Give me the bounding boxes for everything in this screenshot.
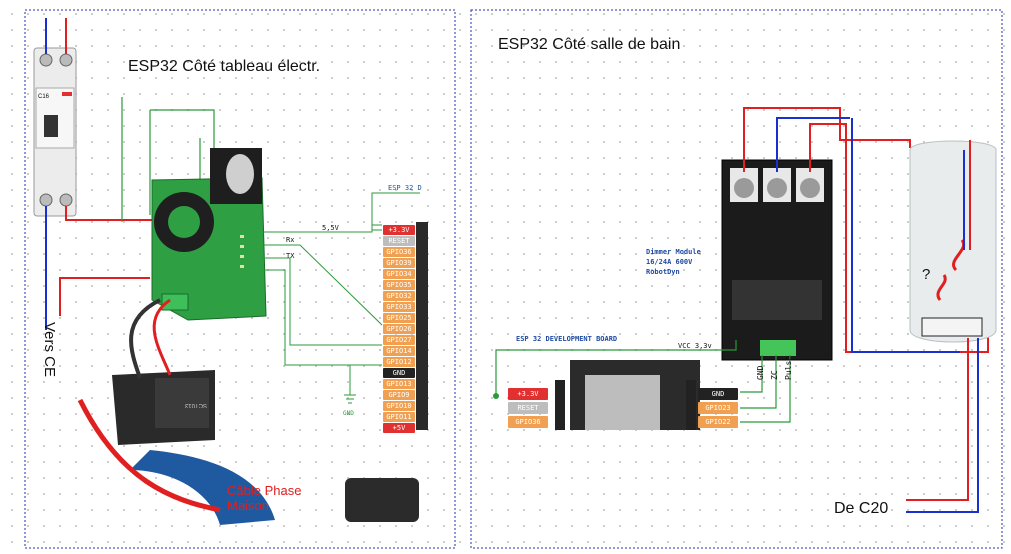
sensor-text: SCT013 (185, 402, 208, 408)
power-meter-module (151, 148, 267, 321)
cable-label-1: Câble Phase (227, 483, 302, 498)
dimmer-label-3: RobotDyn (646, 268, 680, 276)
vcc-label: VCC 3,3v (678, 342, 712, 350)
circuit-breaker (33, 47, 77, 217)
esp-pin-label: GPIO12 (383, 357, 415, 367)
de-c20-label: De C20 (834, 500, 889, 517)
cable-label-2: Maison (227, 498, 269, 513)
breaker-label: C16 (38, 94, 50, 100)
esp-pin-label: +3.3V (508, 388, 548, 400)
esp-pin-label: GPIO11 (383, 412, 415, 422)
left-panel-title: ESP32 Côté tableau électr. (128, 58, 321, 75)
esp-pin-label: GPIO9 (383, 390, 415, 400)
esp-pin-label: RESET (383, 236, 415, 246)
vers-ce-label: Vers CE (41, 322, 58, 378)
esp-pin-label: RESET (508, 402, 548, 414)
esp-pin-label: +5V (383, 423, 415, 433)
esp-pin-label: GND (383, 368, 415, 378)
gnd-symbol-label: GND (343, 410, 354, 417)
esp-pin-label: +3.3V (383, 225, 415, 235)
dimmer-pin-label: ZC (770, 370, 779, 380)
esp-pin-label: GPIO22 (698, 416, 738, 428)
esp-pin-label: GPIO35 (383, 280, 415, 290)
esp-pin-label: GPIO25 (383, 313, 415, 323)
phase-cable (77, 398, 221, 513)
small-module (345, 478, 419, 522)
esp-pin-label: GND (698, 388, 738, 400)
question-mark: ? (922, 266, 931, 283)
esp-header-label: ESP 32 D (388, 184, 422, 192)
esp-pin-label: GPIO27 (383, 335, 415, 345)
dimmer-module (721, 159, 833, 361)
wire-rx-label: Rx (286, 236, 295, 244)
dimmer-pin-label: GND (756, 365, 765, 380)
right-panel-border (470, 9, 1003, 549)
wire-tx-label: TX (286, 252, 295, 260)
esp-pin-label: GPIO13 (383, 379, 415, 389)
esp-pin-label: GPIO34 (383, 269, 415, 279)
esp-pin-label: GPIO36 (383, 247, 415, 257)
esp32-board (555, 360, 700, 430)
esp-pin-label: GPIO23 (698, 402, 738, 414)
dimmer-pin-label: Pulse (784, 355, 793, 380)
wire-5v-label: 5,5V (322, 224, 339, 232)
dimmer-label-2: 16/24A 600V (646, 258, 693, 266)
esp-pin-label: GPIO32 (383, 291, 415, 301)
right-panel-title: ESP32 Côté salle de bain (498, 36, 681, 53)
esp-pin-label: GPIO39 (383, 258, 415, 268)
esp-pin-label: GPIO10 (383, 401, 415, 411)
esp-pin-label: GPIO36 (508, 416, 548, 428)
dimmer-label-1: Dimmer Module (646, 248, 701, 256)
esp-pin-label: GPIO33 (383, 302, 415, 312)
esp-pin-label: GPIO26 (383, 324, 415, 334)
esp-pin-label: GPIO14 (383, 346, 415, 356)
ct-clamp-sensor (112, 298, 275, 525)
esp-board-label: ESP 32 DEVELOPMENT BOARD (516, 335, 618, 343)
esp-left-header-strip (416, 222, 428, 430)
water-heater (909, 140, 997, 343)
